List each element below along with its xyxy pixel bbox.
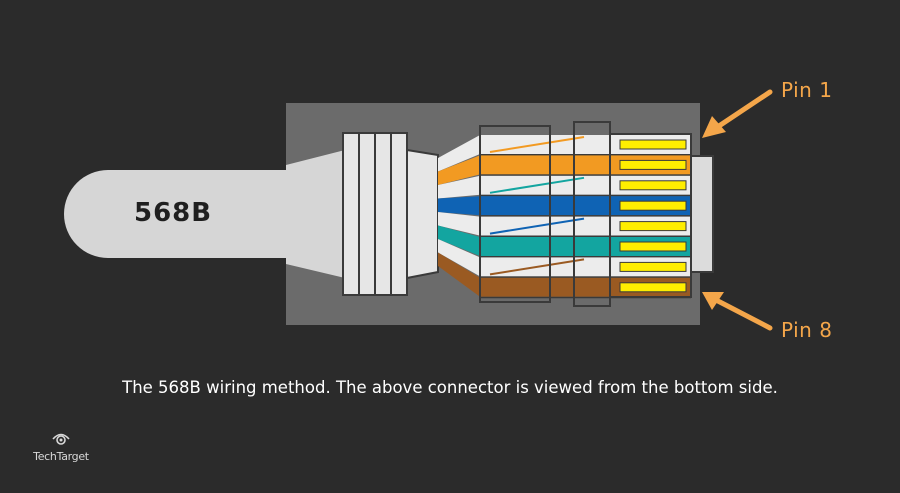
pin-contacts (619, 139, 687, 293)
wire-pin-6-fan (438, 225, 480, 256)
cable-boot (286, 150, 345, 278)
wire-pin-7-fan (438, 239, 480, 277)
wire-pin-8-fan (438, 252, 480, 297)
contact-pin-4 (619, 200, 687, 211)
contact-pin-1 (619, 139, 687, 150)
wire-pin-4 (480, 196, 611, 216)
wire-pin-5-fan (438, 212, 480, 236)
pin-1-arrow (702, 89, 773, 138)
contact-pin-2 (619, 159, 687, 170)
contact-pin-6 (619, 241, 687, 252)
cable-standard-label: 568B (134, 198, 213, 228)
wire-pin-7-stripe (489, 258, 585, 276)
wire-pin-6 (480, 237, 611, 256)
contact-pin-8 (619, 282, 687, 293)
wire-pairs (438, 135, 691, 299)
eye-icon (52, 433, 70, 445)
wire-guide-left (479, 125, 551, 303)
pin-8-label: Pin 8 (781, 318, 833, 342)
contact-pin-5 (619, 221, 687, 232)
pin-8-arrow (702, 292, 773, 331)
wire-pin-4-fan (438, 196, 480, 216)
wire-pin-3-stripe (489, 176, 585, 194)
wire-pin-2-fan (438, 155, 480, 185)
wire-pin-3-fan (438, 175, 480, 199)
wire-pin-5-stripe (489, 217, 585, 235)
contact-pin-3 (619, 180, 687, 191)
diagram-caption: The 568B wiring method. The above connec… (122, 378, 778, 397)
logo-text: TechTarget (33, 450, 89, 463)
wire-pin-2 (480, 155, 611, 175)
cable-jacket (64, 170, 296, 258)
strain-relief-taper (406, 148, 439, 280)
contact-pin-7 (619, 261, 687, 272)
wire-pin-1-fan (438, 135, 480, 172)
connector-front (690, 155, 714, 273)
techtarget-logo: TechTarget (26, 428, 96, 468)
wire-pin-1-stripe (489, 136, 585, 153)
pin-1-label: Pin 1 (781, 78, 833, 102)
wire-pin-8 (480, 277, 611, 297)
